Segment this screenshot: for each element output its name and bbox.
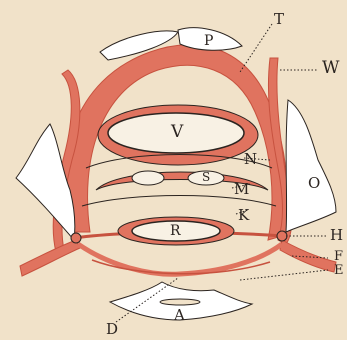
bottom-bone-hole xyxy=(160,299,200,305)
label-h: H xyxy=(330,228,343,243)
label-e: E xyxy=(334,264,344,277)
label-f: F xyxy=(334,250,343,263)
leader-e xyxy=(240,270,328,280)
label-t: T xyxy=(274,12,284,27)
right-junction xyxy=(277,231,287,241)
small-chamber-left xyxy=(132,171,164,185)
label-s: S xyxy=(202,171,210,183)
label-w: W xyxy=(322,60,339,77)
right-bone-o xyxy=(286,100,336,232)
label-a: A xyxy=(174,308,185,323)
leader-t xyxy=(240,24,272,72)
label-p: P xyxy=(204,34,213,48)
label-m: M xyxy=(234,182,249,197)
lower-right-limb xyxy=(280,240,336,272)
label-v: V xyxy=(171,124,183,141)
lower-left-limb xyxy=(20,240,80,276)
label-r: R xyxy=(170,224,181,238)
label-k: K xyxy=(238,208,249,223)
label-d: D xyxy=(106,322,118,337)
lower-arch xyxy=(78,244,282,274)
label-n: N xyxy=(244,152,257,167)
left-bone xyxy=(16,124,75,240)
left-junction xyxy=(71,233,81,243)
label-o: O xyxy=(308,176,320,191)
